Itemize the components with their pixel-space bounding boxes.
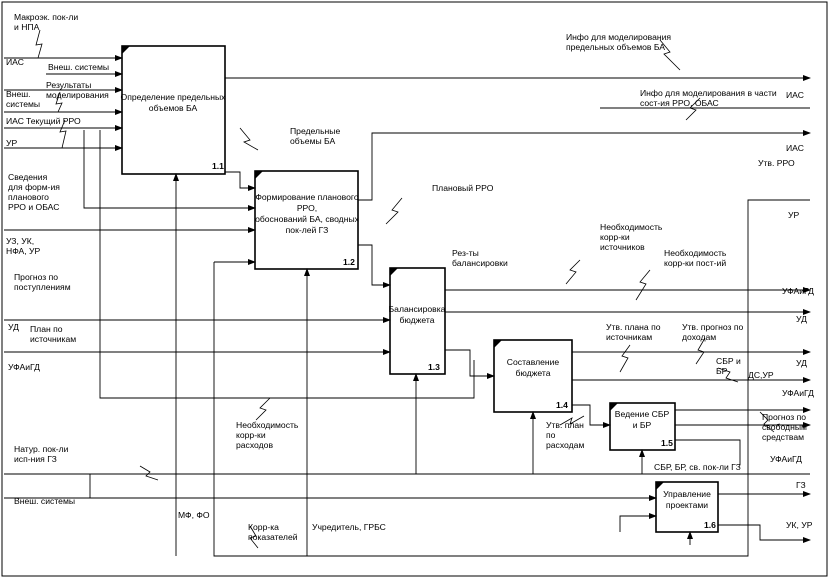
label-ias-out1: ИАС: [786, 90, 804, 100]
label-leaders: [35, 29, 775, 549]
label-ufaigd-out3: УФАиГД: [770, 454, 802, 464]
box-1-3-number: 1.3: [428, 362, 440, 372]
box-1-1-number: 1.1: [212, 161, 224, 171]
label-ud-out2: УД: [796, 358, 807, 368]
label-ias-in2: ИАС: [6, 116, 24, 126]
box-1-5-number: 1.5: [661, 438, 673, 448]
label-ufaigd-out2: УФАиГД: [782, 388, 814, 398]
label-vnesh2: Внеш.системы: [6, 89, 40, 109]
box-1-6-number: 1.6: [704, 520, 716, 530]
label-ias-out2: ИАС: [786, 143, 804, 153]
label-vnesh3: Внеш. системы: [14, 496, 75, 506]
arrow-lines: [4, 55, 811, 557]
label-uchreditel: Учредитель, ГРБС: [312, 522, 386, 532]
mechanism-labels: МФ, ФО Учредитель, ГРБС: [178, 510, 386, 532]
label-uz-uk: УЗ, УК,НФА, УР: [6, 236, 41, 256]
label-utv-rro: Утв. РРО: [758, 158, 795, 168]
label-uk-ur: УК, УР: [786, 520, 813, 530]
label-sbr-br-sv: СБР, БР, св. пок-ли ГЗ: [654, 462, 741, 472]
label-ud-out1: УД: [796, 314, 807, 324]
label-mf-fo: МФ, ФО: [178, 510, 210, 520]
label-ud-in: УД: [8, 322, 19, 332]
label-ufaigd-in: УФАиГД: [8, 362, 40, 372]
label-ias-in: ИАС: [6, 57, 24, 67]
box-1-4-number: 1.4: [556, 400, 568, 410]
box-1-2-number: 1.2: [343, 257, 355, 267]
label-ur-out: УР: [788, 210, 799, 220]
label-ufaigd-out1: УФАиГД: [782, 286, 814, 296]
label-ds-ur: ДС,УР: [748, 370, 774, 380]
label-gz-out: ГЗ: [796, 480, 806, 490]
label-planovyi-rro: Плановый РРО: [432, 183, 494, 193]
label-vnesh1: Внеш. системы: [48, 62, 109, 72]
label-ur-in: УР: [6, 138, 17, 148]
label-tekusch-rro: Текущий РРО: [26, 116, 81, 126]
